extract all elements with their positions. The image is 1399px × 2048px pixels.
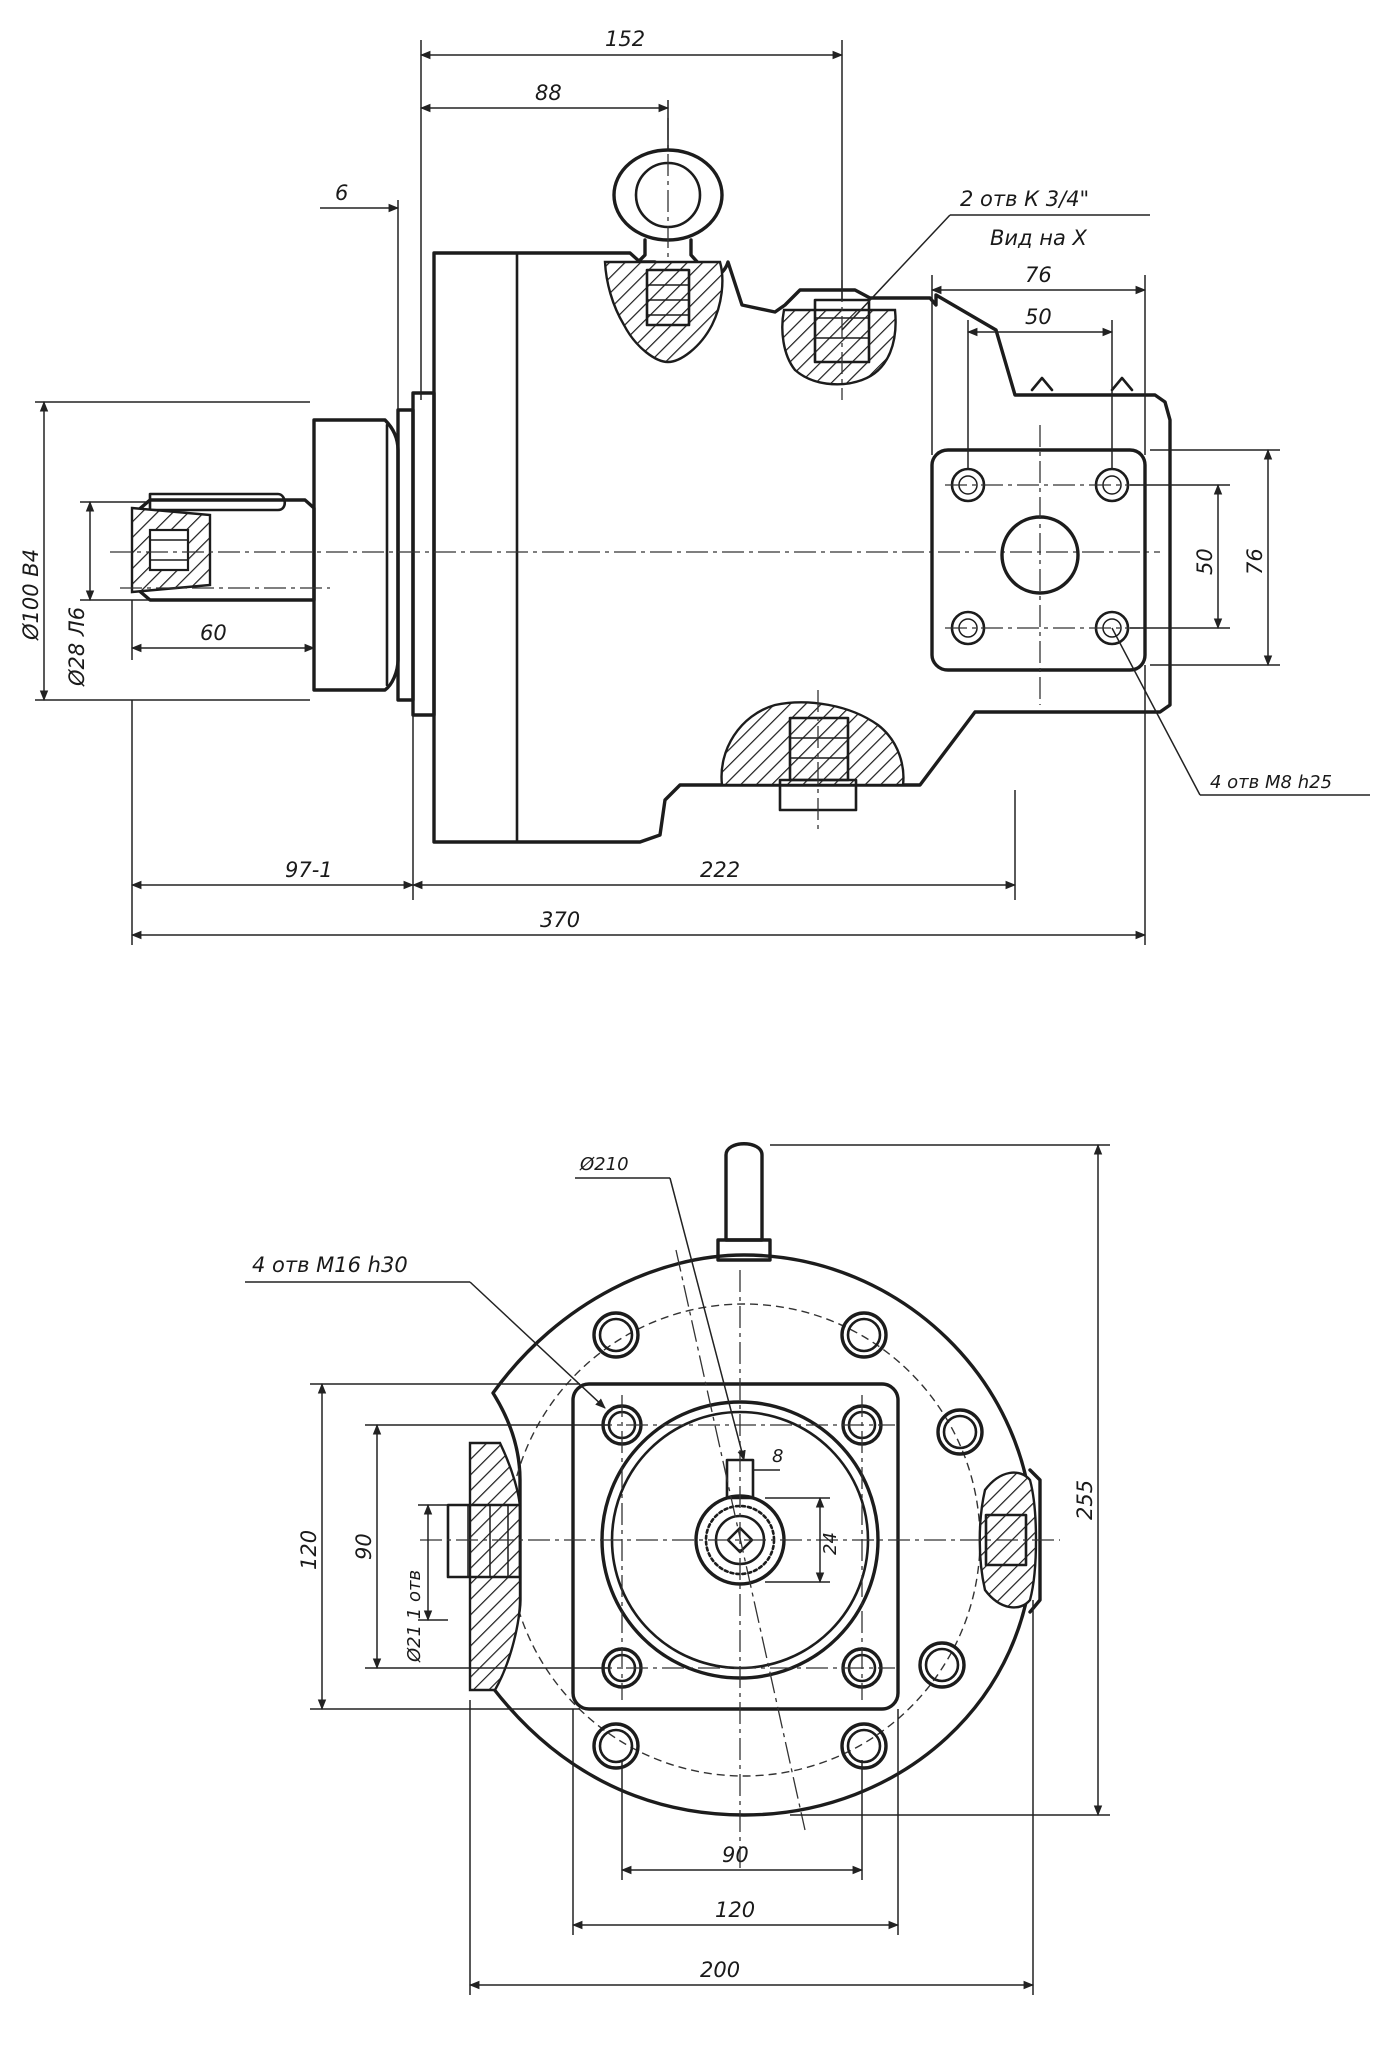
shaft-threaded-hole [148, 528, 190, 572]
dim-370-label: 370 [540, 908, 580, 932]
flange-step [396, 408, 415, 702]
dim-255-label: 255 [1073, 1480, 1097, 1520]
dim-8-label: 8 [772, 1446, 783, 1467]
dim-120-bottom-label: 120 [715, 1898, 755, 1922]
dim-90-left-label: 90 [352, 1533, 376, 1560]
square-flange [571, 1382, 900, 1711]
dim-small-left-label: Ø21 1 отв [404, 1570, 425, 1663]
dim-dia-210-label: Ø210 [579, 1154, 629, 1175]
dim-76-right-label: 76 [1243, 548, 1267, 575]
dim-200-bottom-label: 200 [700, 1958, 740, 1982]
top-stud [716, 1142, 772, 1262]
eye-bolt-section [603, 260, 724, 364]
dim-76-top-label: 76 [1025, 263, 1052, 287]
dim-120-left-label: 120 [297, 1530, 321, 1570]
dim-60-label: 60 [200, 621, 227, 645]
housing-bolt-holes [592, 1311, 984, 1770]
dim-24-label: 24 [820, 1532, 841, 1555]
front-view: Ø210 4 отв М16 h30 120 90 Ø21 1 отв 24 8 [245, 1142, 1110, 1995]
dim-222-label: 222 [700, 858, 740, 882]
left-port-section [446, 1441, 522, 1692]
note-m16-holes: 4 отв М16 h30 [252, 1253, 408, 1277]
note-flange-holes: 4 отв М8 h25 [1210, 772, 1332, 793]
note-top-port-view: Вид на Х [990, 226, 1088, 250]
dim-88-label: 88 [535, 81, 562, 105]
lifting-eye-bolt [603, 118, 724, 364]
dim-dia-100-label: Ø100 В4 [19, 549, 43, 641]
dim-dia-shaft-label: Ø28 Л6 [65, 607, 89, 687]
shaft-key [148, 492, 287, 512]
dim-6-label: 6 [335, 181, 348, 205]
dim-90-bottom-label: 90 [722, 1843, 749, 1867]
note-top-port-size: 2 отв К 3/4" [960, 187, 1089, 211]
bottom-port-boss [720, 690, 905, 830]
side-view: 152 88 6 2 отв К 3/4" Вид на Х 76 50 50 … [19, 27, 1370, 945]
dim-97-label: 97-1 [285, 858, 333, 882]
end-cover-plate [930, 376, 1147, 705]
shaft-hub [312, 418, 400, 692]
top-port-boss [781, 280, 897, 400]
flange-plate [411, 391, 436, 717]
dim-50-top-label: 50 [1025, 305, 1052, 329]
dim-152-label: 152 [605, 27, 645, 51]
dim-50-right-label: 50 [1193, 548, 1217, 575]
right-port-section [978, 1468, 1042, 1614]
